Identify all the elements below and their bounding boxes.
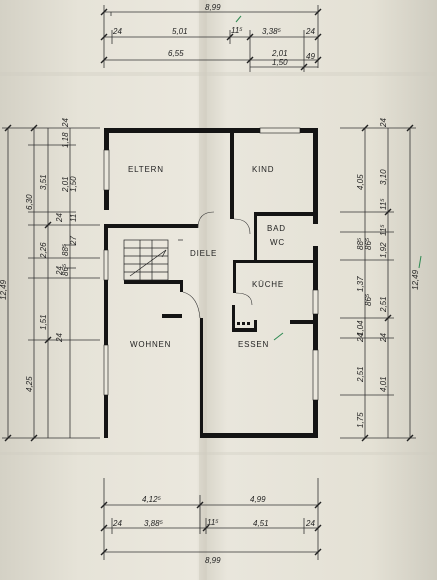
dim-right-w4: 24 <box>356 333 365 343</box>
room-label-diele: DIELE <box>190 249 217 258</box>
dim-left-a3: 2,01 <box>61 176 70 193</box>
dim-right-r6: 1,75 <box>356 412 365 428</box>
left-dims: 12,49 6,30 4,25 1,18 3,51 2,01 1,50 2,26… <box>0 118 78 392</box>
dim-left-a1: 1,18 <box>61 132 70 148</box>
dim-bottom-upper-left: 4,12⁵ <box>142 495 162 504</box>
kitchen-counter <box>237 322 250 325</box>
room-label-eltern: ELTERN <box>128 165 164 174</box>
dim-top-inner-wall: 11⁵ <box>231 26 243 35</box>
dim-left-a8: 86⁵ <box>61 263 70 276</box>
room-label-bad: BAD <box>267 224 286 233</box>
dim-top-sub-wall: 49 <box>306 52 315 61</box>
dim-right-r10: 88⁵ <box>356 237 365 250</box>
dim-right-r11: 86⁵ <box>364 237 373 250</box>
right-dims: 12,49 4,05 3,10 1,92 2,51 4,01 1,75 2,51… <box>356 118 420 428</box>
dim-left-w2: 24 <box>55 213 64 223</box>
dim-right-r12: 86⁵ <box>364 293 373 306</box>
dim-right-r4: 2,51 <box>379 296 388 313</box>
dim-right-w1: 24 <box>379 118 388 128</box>
dimension-lines <box>2 5 416 560</box>
dim-top-right: 3,38⁵ <box>262 27 282 36</box>
dim-left-w6: 24 <box>55 333 64 343</box>
dim-top-sub-right: 1,50 <box>272 58 288 67</box>
windows <box>103 127 319 401</box>
dim-top-overall: 8,99 <box>205 3 221 12</box>
dim-right-r8: 1,37 <box>356 276 365 292</box>
door-swings <box>182 211 253 319</box>
dim-left-w5: 27 <box>69 236 78 246</box>
dim-right-r5: 4,01 <box>379 376 388 392</box>
dim-right-r3: 1,92 <box>379 242 388 258</box>
dim-bottom-upper-right: 4,99 <box>250 495 266 504</box>
dim-left-a4: 1,50 <box>69 176 78 192</box>
dim-left-lower: 4,25 <box>25 376 34 392</box>
dim-right-w5: 24 <box>379 333 388 343</box>
dim-right-r9: 1,04 <box>356 320 365 336</box>
dim-bottom-wall-right: 24 <box>305 519 315 528</box>
dim-right-w3: 11⁵ <box>379 224 388 236</box>
dim-left-overall: 12,49 <box>0 279 8 300</box>
dim-top-left: 5,01 <box>172 27 188 36</box>
dim-bottom-inner-wall: 11⁵ <box>207 518 219 527</box>
walls <box>104 128 318 438</box>
dim-bottom-right: 4,51 <box>253 519 269 528</box>
dim-left-w1: 24 <box>61 118 70 128</box>
dim-top-mid-right: 2,01 <box>271 49 288 58</box>
dim-left-a2: 3,51 <box>39 174 48 190</box>
dim-top-mid-left: 6,55 <box>168 49 184 58</box>
paper-fold <box>0 72 437 76</box>
dim-left-a6: 88⁵ <box>61 243 70 256</box>
dim-bottom-wall-left: 24 <box>112 519 122 528</box>
dim-left-a5: 2,26 <box>39 242 48 259</box>
staircase <box>123 239 183 281</box>
room-label-wohnen: WOHNEN <box>130 340 171 349</box>
dim-left-w3: 11 <box>69 214 78 222</box>
dim-bottom-overall: 8,99 <box>205 556 221 565</box>
dim-left-a7: 1,51 <box>39 314 48 330</box>
paper-fold <box>199 0 207 580</box>
dimension-ticks <box>4 8 414 556</box>
dim-top-wall-right: 24 <box>305 27 315 36</box>
dim-right-r1: 4,05 <box>356 174 365 190</box>
dim-right-r7: 2,51 <box>356 366 365 383</box>
room-label-wc: WC <box>270 238 285 247</box>
room-label-kueche: KÜCHE <box>252 280 284 289</box>
room-label-kind: KIND <box>252 165 274 174</box>
dim-top-wall-left: 24 <box>112 27 122 36</box>
dim-right-r2: 3,10 <box>379 169 388 185</box>
paper-fold <box>0 452 437 455</box>
dim-right-w2: 11⁵ <box>379 198 388 210</box>
green-check-marks <box>235 15 422 341</box>
room-label-essen: ESSEN <box>238 340 269 349</box>
dim-right-overall: 12,49 <box>411 269 420 290</box>
dim-left-upper: 6,30 <box>25 194 34 210</box>
dim-left-w4: 24 <box>55 266 64 276</box>
dim-bottom-left: 3,88⁵ <box>144 519 164 528</box>
